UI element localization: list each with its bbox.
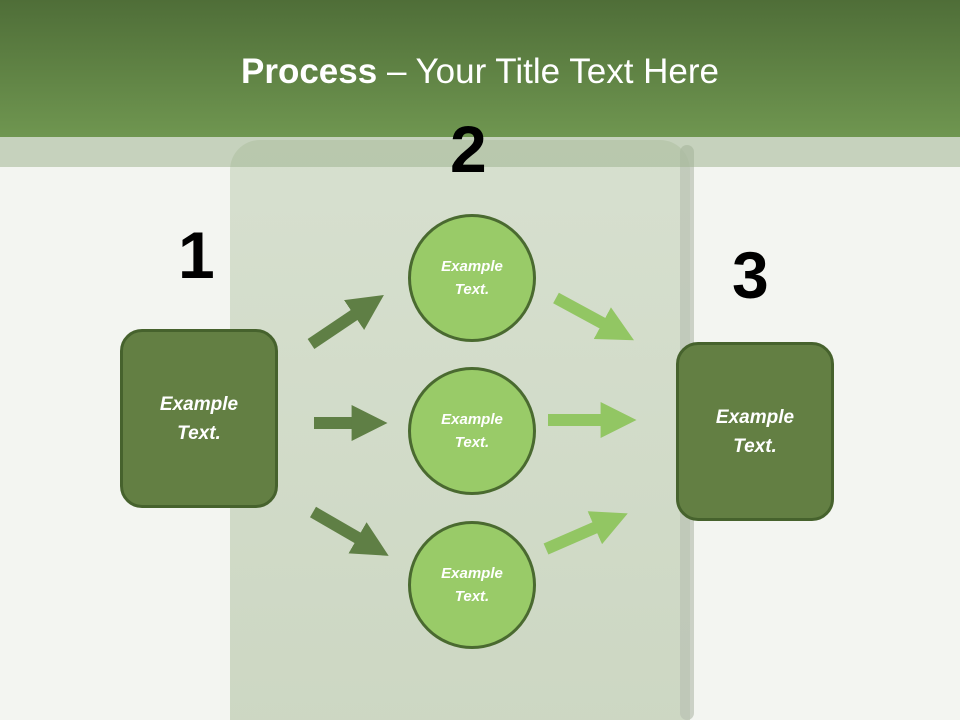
step-number-1: 1 [178,218,215,292]
title-bold: Process [241,52,378,91]
title-bar [0,0,960,137]
step-2-circle-3: Example Text. [408,521,536,649]
arrow-2c-to-3 [543,511,628,555]
title-rest: – Your Title Text Here [377,52,719,91]
title-band [0,137,960,167]
arrow-1-to-2a [307,294,384,349]
step-3-box: Example Text. [676,342,834,521]
step-1-text: Example Text. [159,393,239,444]
step-2-circle-1: Example Text. [408,214,536,342]
step-number-2: 2 [450,112,487,186]
circle-text: Example Text. [441,411,503,451]
step-number-3: 3 [732,238,769,312]
arrow-2a-to-3 [553,292,634,341]
arrow-1-to-2c [309,506,389,556]
step-1-box: Example Text. [120,329,278,508]
slide-title: Process – Your Title Text Here [0,52,960,92]
circle-text: Example Text. [441,565,503,605]
circle-text: Example Text. [441,258,503,298]
step-3-text: Example Text. [715,406,795,457]
step-2-circle-2: Example Text. [408,367,536,495]
